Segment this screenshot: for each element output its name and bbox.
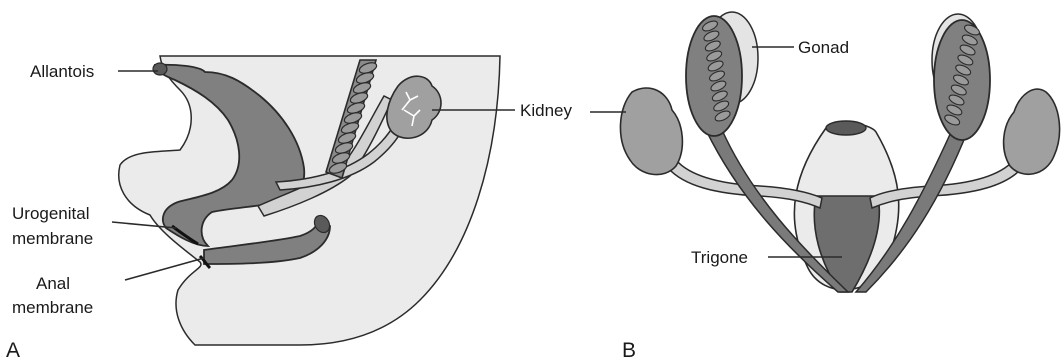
panel-a-letter: A [6,339,20,362]
bladder-opening [826,121,866,135]
allantois-tip [153,63,167,75]
panel-a: Allantois Urogenital membrane Anal membr… [6,56,572,362]
label-gonad: Gonad [798,38,849,57]
label-urogenital-1: Urogenital [12,204,90,223]
kidney-b-left [620,88,682,175]
label-kidney: Kidney [520,101,572,120]
kidney-b-right [1004,89,1060,174]
label-anal-1: Anal [36,274,70,293]
label-trigone: Trigone [691,248,748,267]
embryo-body [119,56,500,345]
label-allantois: Allantois [30,62,94,81]
panel-b: Gonad Trigone B [590,12,1060,362]
label-urogenital-2: membrane [12,229,93,248]
label-anal-2: membrane [12,298,93,317]
panel-b-letter: B [622,339,636,362]
